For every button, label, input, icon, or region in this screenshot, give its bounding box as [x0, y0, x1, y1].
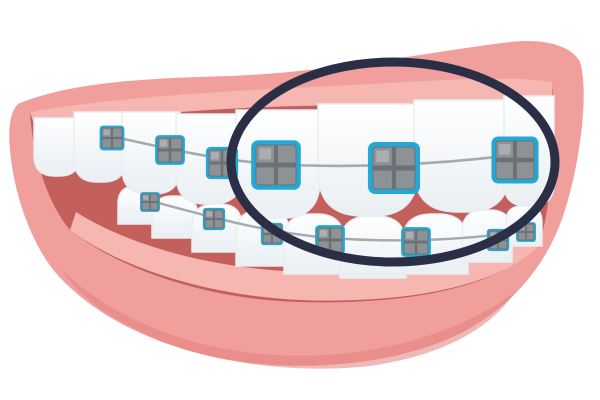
upper-gum [30, 78, 552, 130]
lower-tooth [339, 215, 407, 279]
lower-gum [70, 212, 540, 301]
lower-lip-shade [60, 268, 515, 369]
bracket-divider [525, 224, 527, 240]
bracket-shine [159, 139, 168, 147]
bracket-divider [328, 228, 332, 252]
bracket [251, 140, 301, 190]
bracket-shine [319, 229, 328, 237]
bracket [367, 141, 421, 195]
highlight-ring [226, 57, 560, 267]
bracket-divider [111, 128, 113, 148]
bracket [99, 125, 125, 151]
bracket-divider [149, 194, 151, 210]
upper-tooth [33, 117, 81, 177]
bracket [202, 207, 226, 231]
bracket-shine [211, 152, 219, 160]
bracket [491, 136, 539, 184]
bracket [140, 192, 160, 212]
bracket-divider [391, 147, 397, 189]
bracket-divider [271, 225, 273, 243]
bracket-shine [490, 232, 496, 238]
bracket-divider [213, 210, 215, 228]
bracket-shine [405, 231, 414, 239]
bracket-shine [143, 195, 149, 200]
bracket-shine [259, 148, 272, 160]
bracket-shine [376, 150, 389, 163]
bracket [155, 135, 185, 165]
bracket-shine [103, 129, 110, 136]
bracket-divider [513, 141, 517, 179]
bracket-divider [168, 138, 172, 162]
upper-teeth [33, 95, 555, 219]
bracket [401, 227, 431, 257]
bracket-shine [206, 211, 212, 217]
bracket-divider [220, 150, 224, 176]
bracket-divider [414, 230, 418, 254]
bracket-divider [274, 145, 278, 185]
bracket-shine [499, 144, 511, 155]
